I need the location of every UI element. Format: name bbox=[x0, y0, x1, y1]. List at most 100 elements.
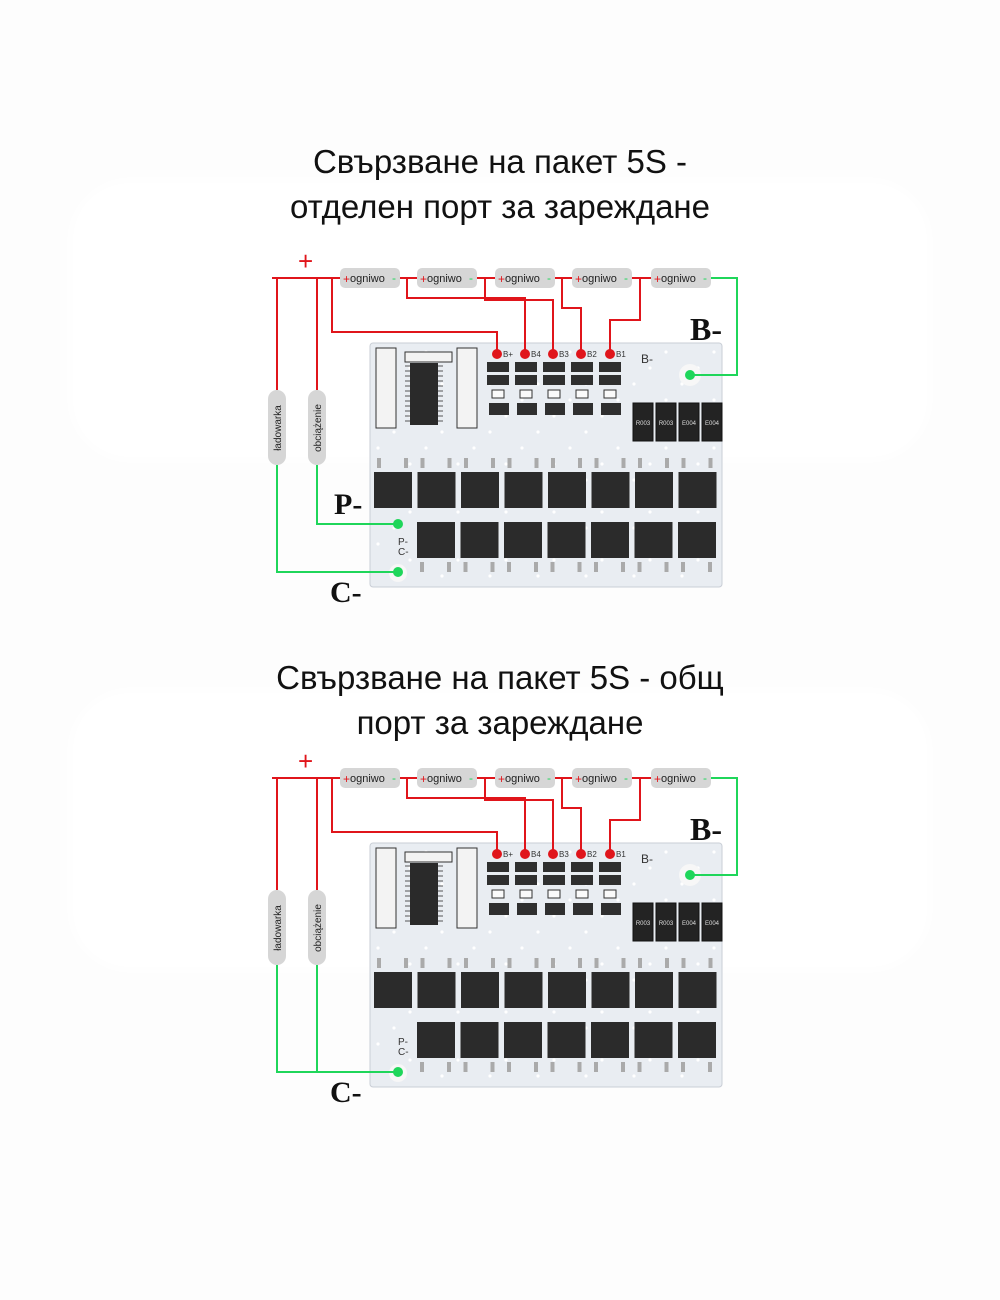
load-label: obciążenie bbox=[308, 390, 326, 465]
pcb-dot bbox=[536, 430, 540, 434]
mosfet-leg bbox=[708, 458, 713, 468]
balance-resistor bbox=[487, 862, 509, 872]
pcb-dot bbox=[376, 946, 380, 950]
mosfet-leg bbox=[463, 562, 468, 572]
mosfet bbox=[460, 522, 499, 558]
shunt-label: E004 bbox=[682, 921, 697, 927]
mosfet-leg bbox=[420, 958, 425, 968]
balance-pad bbox=[520, 849, 530, 859]
pcb-dot bbox=[520, 946, 524, 950]
mosfet-leg bbox=[637, 1062, 642, 1072]
mosfet-leg bbox=[708, 1062, 712, 1072]
b-minus-terminal bbox=[685, 370, 695, 380]
pcb-dot bbox=[696, 962, 700, 966]
shunt-resistor bbox=[655, 902, 677, 942]
pcb-dot bbox=[520, 446, 524, 450]
mosfet-leg bbox=[551, 958, 555, 968]
balance-transistor bbox=[517, 903, 537, 915]
battery-plus-label: + bbox=[298, 746, 313, 776]
mosfet-leg bbox=[681, 958, 686, 968]
cell-negative-sign: - bbox=[703, 771, 707, 785]
pcb-dot bbox=[664, 350, 668, 354]
mosfet-leg bbox=[534, 958, 539, 968]
pcb-dot bbox=[456, 1058, 460, 1062]
mosfet-leg bbox=[577, 562, 582, 572]
pcb-dot bbox=[712, 398, 716, 402]
balance-led bbox=[519, 889, 533, 899]
cell-label: ogniwo bbox=[582, 273, 617, 285]
pcb-dot bbox=[584, 574, 588, 578]
passive-column bbox=[375, 847, 397, 929]
pcb-dot bbox=[504, 510, 508, 514]
pcb-dot bbox=[616, 946, 620, 950]
balance-resistor bbox=[571, 375, 593, 385]
mosfet-leg bbox=[507, 1062, 511, 1072]
mosfet bbox=[504, 1022, 542, 1058]
shunt-label: E004 bbox=[705, 921, 720, 927]
pcb-dot bbox=[600, 1058, 604, 1062]
balance-resistor bbox=[543, 875, 565, 885]
mosfet bbox=[678, 972, 717, 1008]
balance-resistor bbox=[543, 862, 565, 872]
label-pill bbox=[268, 890, 286, 965]
pcb-dot bbox=[664, 398, 668, 402]
pcb-dot bbox=[632, 978, 636, 982]
battery-cell: +ogniwo- bbox=[651, 268, 711, 288]
pcb-dot bbox=[648, 866, 652, 870]
mosfet bbox=[547, 1022, 586, 1058]
balance-wire-b1 bbox=[609, 778, 641, 854]
shunt-resistor bbox=[678, 402, 700, 442]
pcb-dot bbox=[680, 574, 684, 578]
pcb-dot bbox=[696, 462, 700, 466]
balance-led bbox=[491, 889, 505, 899]
pcb-dot bbox=[712, 446, 716, 450]
label-pill bbox=[268, 390, 286, 465]
pcb-dot bbox=[440, 574, 444, 578]
pcb-dot bbox=[440, 430, 444, 434]
shunt-label: R003 bbox=[636, 421, 651, 427]
pcb-dot bbox=[648, 962, 652, 966]
pcb-dot bbox=[696, 510, 700, 514]
balance-resistor bbox=[515, 862, 537, 872]
pcb-dot bbox=[504, 962, 508, 966]
pcb-dot bbox=[504, 914, 508, 918]
mosfet-leg bbox=[507, 562, 511, 572]
mosfet bbox=[417, 522, 455, 558]
pcb-dot bbox=[648, 462, 652, 466]
silk-c-minus: C- bbox=[398, 547, 409, 558]
c-minus-terminal bbox=[393, 567, 403, 577]
mosfet-leg bbox=[594, 458, 599, 468]
mosfet-leg bbox=[463, 1062, 468, 1072]
balance-led bbox=[575, 889, 589, 899]
shunt-resistor bbox=[678, 902, 700, 942]
pcb-dot bbox=[552, 414, 556, 418]
pcb-dot bbox=[440, 1074, 444, 1078]
cell-body bbox=[572, 768, 632, 788]
pcb-dot bbox=[664, 946, 668, 950]
pcb-dot bbox=[456, 510, 460, 514]
mosfet bbox=[417, 1022, 455, 1058]
cell-body bbox=[495, 268, 555, 288]
balance-wire-b3 bbox=[484, 278, 554, 354]
mosfet bbox=[678, 472, 717, 508]
mosfet-leg bbox=[621, 458, 626, 468]
passive-row bbox=[404, 851, 453, 863]
pcb-dot bbox=[568, 898, 572, 902]
pcb-dot bbox=[488, 1074, 492, 1078]
label-text: obciążenie bbox=[313, 904, 324, 952]
cell-negative-sign: - bbox=[624, 771, 628, 785]
pad-label-b3: B3 bbox=[559, 350, 569, 359]
mosfet-leg bbox=[708, 562, 712, 572]
label-pill bbox=[308, 390, 326, 465]
mosfet-leg bbox=[491, 958, 495, 968]
diagram-2-title: Свързване на пакет 5S - общ порт за заре… bbox=[0, 655, 1000, 745]
cell-positive-sign: + bbox=[343, 772, 350, 786]
cell-negative-sign: - bbox=[469, 271, 473, 285]
battery-cell: +ogniwo- bbox=[572, 268, 632, 288]
pad-label-b3: B3 bbox=[559, 850, 569, 859]
balance-pad bbox=[548, 849, 558, 859]
pcb-dot bbox=[440, 882, 444, 886]
shunt-label: R003 bbox=[659, 921, 674, 927]
pcb-dot bbox=[408, 558, 412, 562]
